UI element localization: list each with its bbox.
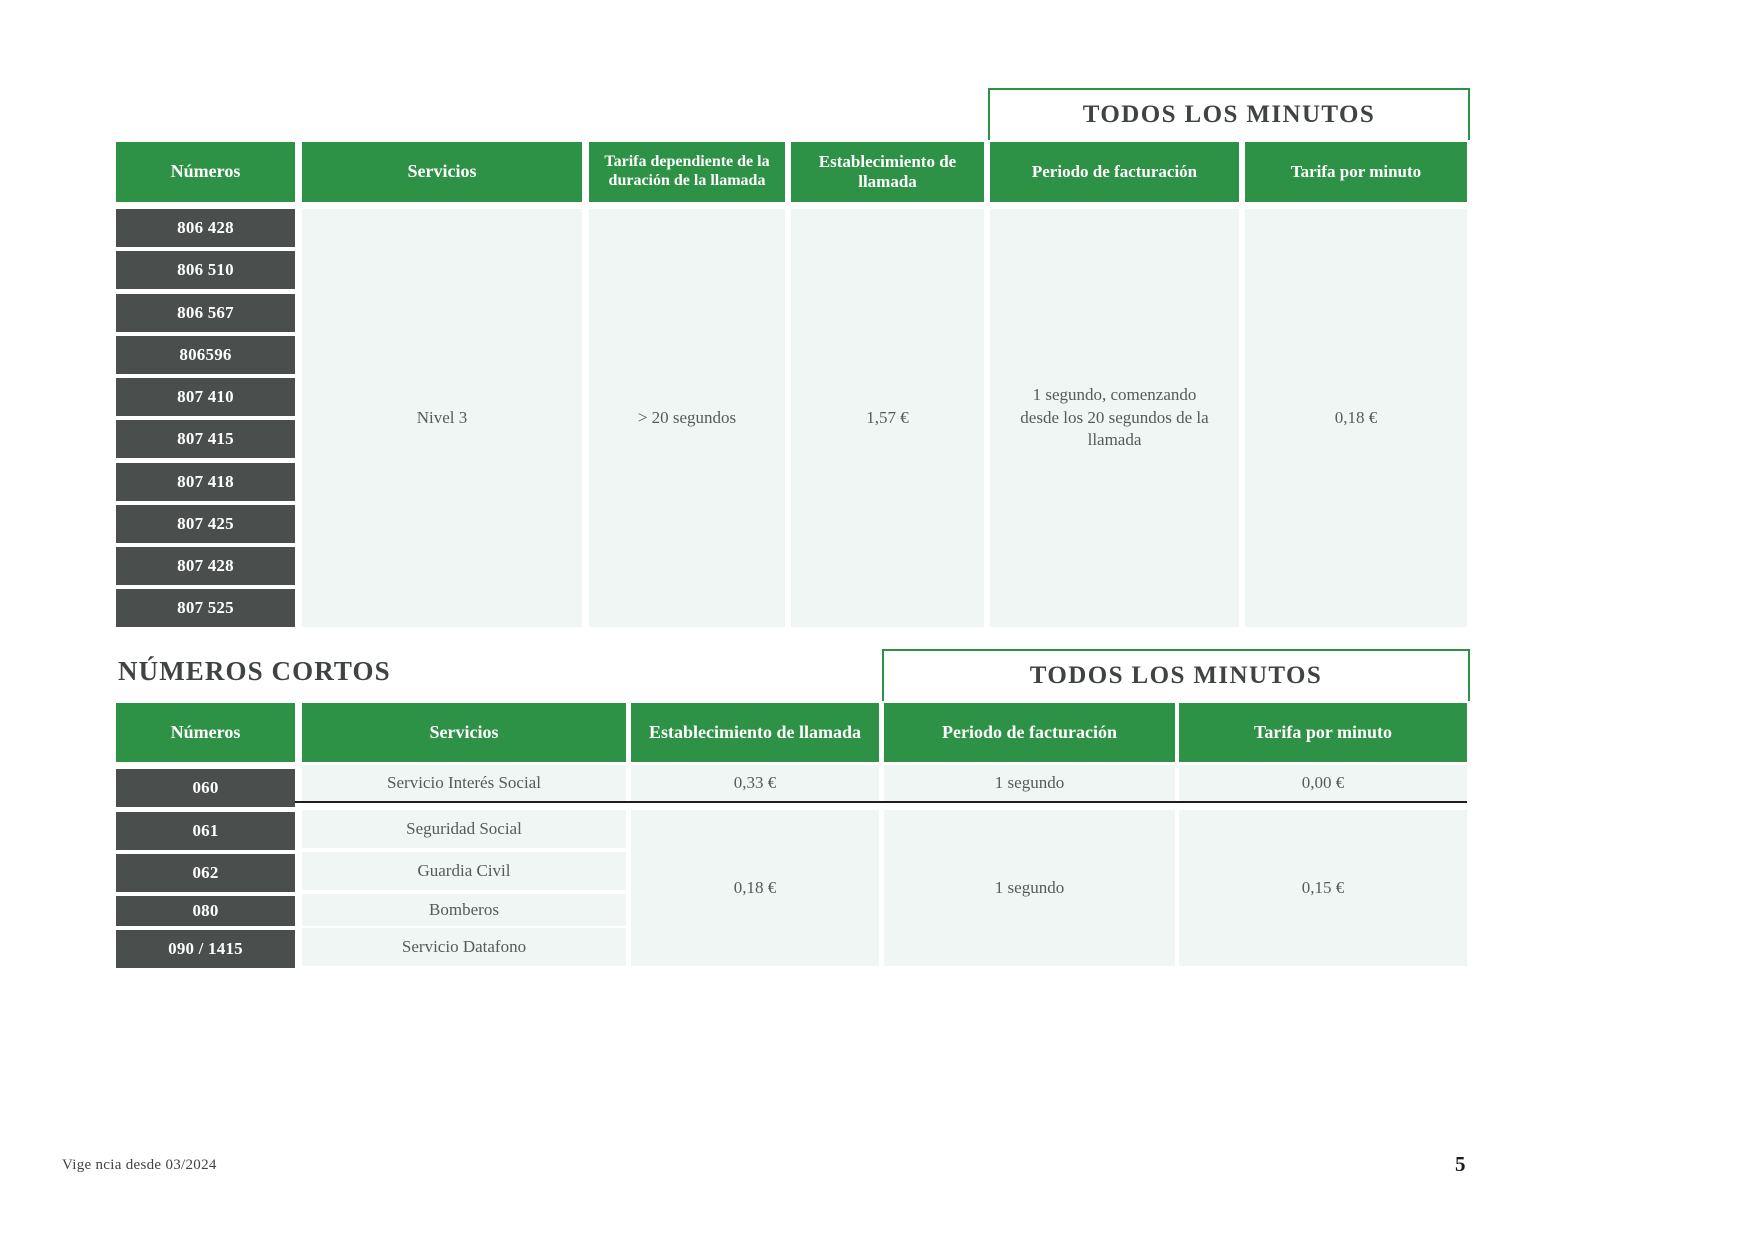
table2-value-periodo-label: 1 segundo [994, 772, 1065, 792]
table2-section-title: NÚMEROS CORTOS [118, 656, 391, 687]
table1-header-servicios: Servicios [302, 142, 582, 202]
table1-number-label: 807 418 [177, 472, 234, 491]
table2-group-separator [295, 801, 1467, 803]
table2-number-cell: 061 [116, 812, 295, 850]
table1-number-cell: 807 410 [116, 378, 295, 416]
table2-service-label: Bomberos [429, 899, 499, 919]
table2-header-tarifa-minuto: Tarifa por minuto [1179, 703, 1467, 762]
table2-value-tarifa-minuto-label: 0,15 € [1301, 877, 1345, 897]
table2-number-label: 080 [192, 901, 219, 920]
table1-number-cell: 806 510 [116, 251, 295, 289]
table1-value-periodo-label: 1 segundo, comenzando desde los 20 segun… [1020, 384, 1209, 450]
table1-number-cell: 807 425 [116, 505, 295, 543]
table2-header-numeros-label: Números [170, 721, 241, 742]
table1-banner-label: TODOS LOS MINUTOS [1082, 101, 1376, 128]
table1-number-label: 806 428 [177, 218, 234, 237]
table1-header-numeros-label: Números [170, 161, 241, 182]
table1-banner-todos-los-minutos: TODOS LOS MINUTOS [988, 88, 1470, 140]
table1-number-cell: 807 525 [116, 589, 295, 627]
table1-header-periodo-label: Periodo de facturación [1031, 161, 1198, 181]
table1-value-servicios: Nivel 3 [302, 209, 582, 627]
footer-validity-label: Vige ncia desde 03/2024 [62, 1157, 217, 1173]
table2-value-periodo: 1 segundo [884, 810, 1175, 966]
table2-header-periodo-label: Periodo de facturación [942, 721, 1117, 742]
page-number: 5 [1455, 1152, 1466, 1177]
table2-number-cell: 080 [116, 896, 295, 926]
table1-header-tarifa-duracion-label: Tarifa dependiente de la duración de la … [604, 153, 770, 189]
table2-value-tarifa-minuto: 0,15 € [1179, 810, 1467, 966]
table2-service-cell: Bomberos [302, 894, 626, 926]
table2-section-title-label: NÚMEROS CORTOS [118, 656, 391, 686]
table1-number-label: 807 428 [177, 556, 234, 575]
table2-value-establecimiento-label: 0,18 € [733, 877, 777, 897]
table1-number-label: 807 525 [177, 598, 234, 617]
table2-header-servicios: Servicios [302, 703, 626, 762]
table2-banner-todos-los-minutos: TODOS LOS MINUTOS [882, 649, 1470, 701]
table2-value-tarifa-minuto-label: 0,00 € [1301, 772, 1345, 792]
table1-number-label: 807 425 [177, 514, 234, 533]
table2-service-cell: Seguridad Social [302, 810, 626, 848]
table1-value-establecimiento: 1,57 € [791, 209, 984, 627]
table1-value-establecimiento-label: 1,57 € [866, 407, 909, 427]
table1-value-tarifa-duracion-label: > 20 segundos [637, 407, 737, 427]
table2-number-label: 062 [192, 863, 219, 882]
table2-value-establecimiento-label: 0,33 € [733, 772, 777, 792]
table2-service-cell: Servicio Interés Social [302, 765, 626, 801]
table1-number-cell: 807 428 [116, 547, 295, 585]
table1-value-tarifa-minuto: 0,18 € [1245, 209, 1467, 627]
table2-value-establecimiento: 0,33 € [631, 765, 879, 801]
table1-value-tarifa-duracion: > 20 segundos [589, 209, 785, 627]
table2-service-label: Servicio Interés Social [387, 772, 541, 792]
table2-header-servicios-label: Servicios [429, 721, 499, 742]
table1-number-cell: 806 567 [116, 294, 295, 332]
table2-service-label: Servicio Datafono [401, 936, 527, 956]
table1-value-periodo: 1 segundo, comenzando desde los 20 segun… [990, 209, 1239, 627]
table1-header-tarifa-duracion: Tarifa dependiente de la duración de la … [589, 142, 785, 202]
table2-header-establecimiento: Establecimiento de llamada [631, 703, 879, 762]
table2-service-cell: Servicio Datafono [302, 928, 626, 966]
table1-header-numeros: Números [116, 142, 295, 202]
table1-number-label: 807 415 [177, 429, 234, 448]
table1-header-servicios-label: Servicios [407, 161, 477, 182]
footer-validity-note: Vige ncia desde 03/2024 [62, 1157, 217, 1174]
page-number-label: 5 [1455, 1152, 1466, 1176]
table1-header-periodo: Periodo de facturación [990, 142, 1239, 202]
table2-value-periodo-label: 1 segundo [994, 877, 1065, 897]
table2-number-cell: 090 / 1415 [116, 930, 295, 968]
table1-number-cell: 806596 [116, 336, 295, 374]
table2-value-periodo: 1 segundo [884, 765, 1175, 801]
table1-header-establecimiento-label: Establecimiento de llamada [818, 151, 957, 191]
table2-banner-label: TODOS LOS MINUTOS [1029, 662, 1323, 689]
table2-header-establecimiento-label: Establecimiento de llamada [649, 721, 861, 742]
table1-header-tarifa-minuto-label: Tarifa por minuto [1290, 161, 1422, 181]
table2-header-tarifa-minuto-label: Tarifa por minuto [1253, 721, 1393, 742]
table1-header-establecimiento: Establecimiento de llamada [791, 142, 984, 202]
table2-value-tarifa-minuto: 0,00 € [1179, 765, 1467, 801]
table2-header-numeros: Números [116, 703, 295, 762]
table1-number-label: 806 510 [177, 260, 234, 279]
table1-header-tarifa-minuto: Tarifa por minuto [1245, 142, 1467, 202]
table2-header-periodo: Periodo de facturación [884, 703, 1175, 762]
table2-number-label: 060 [192, 778, 219, 797]
table1-number-label: 807 410 [177, 387, 234, 406]
table1-number-cell: 806 428 [116, 209, 295, 247]
table1-number-label: 806596 [179, 345, 232, 364]
table2-number-cell: 060 [116, 769, 295, 807]
table2-number-label: 061 [192, 821, 219, 840]
table1-number-cell: 807 418 [116, 463, 295, 501]
table2-number-label: 090 / 1415 [168, 939, 243, 958]
table1-value-servicios-label: Nivel 3 [416, 407, 468, 427]
table1-number-cell: 807 415 [116, 420, 295, 458]
table2-service-label: Guardia Civil [417, 860, 511, 880]
table2-service-cell: Guardia Civil [302, 852, 626, 890]
table2-value-establecimiento: 0,18 € [631, 810, 879, 966]
table2-service-label: Seguridad Social [406, 818, 522, 838]
table2-number-cell: 062 [116, 854, 295, 892]
table1-value-tarifa-minuto-label: 0,18 € [1334, 407, 1378, 427]
table1-number-label: 806 567 [177, 303, 234, 322]
